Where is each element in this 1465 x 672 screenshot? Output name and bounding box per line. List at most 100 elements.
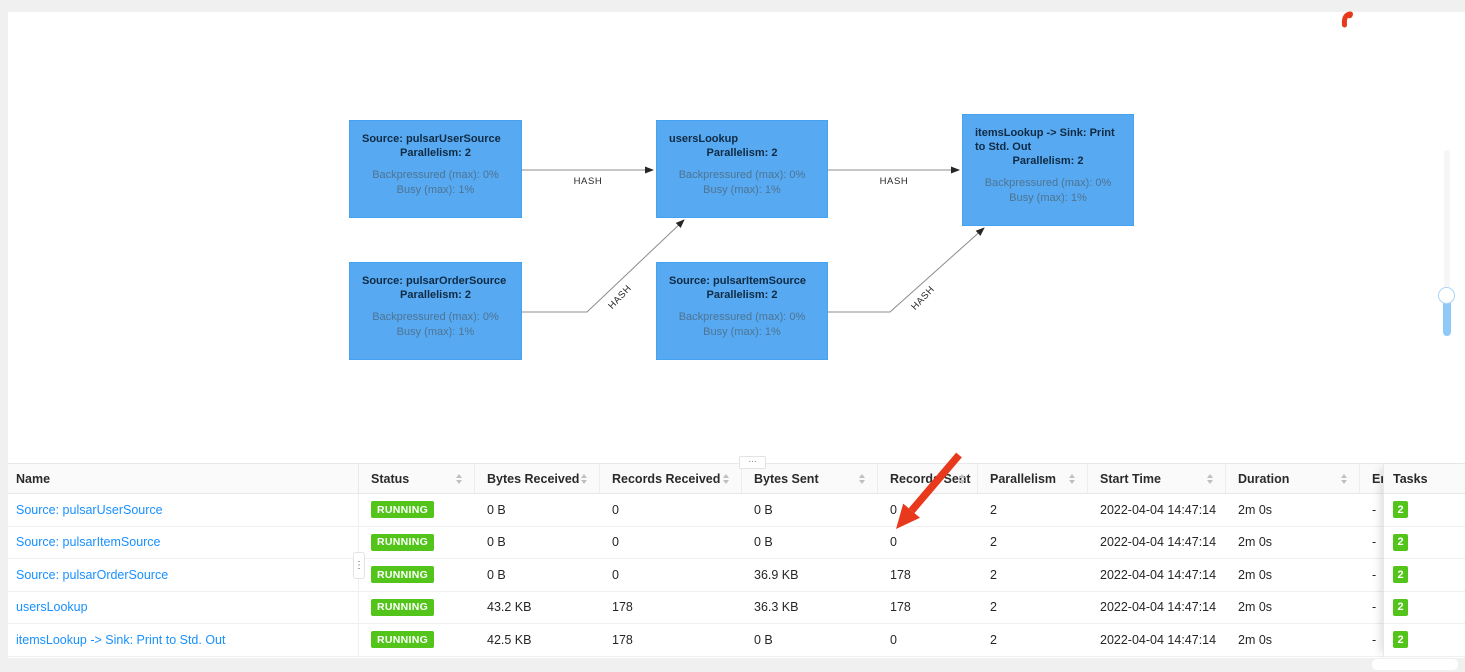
cell-records_sent: 178: [890, 600, 911, 615]
cell-status: RUNNING: [359, 494, 475, 526]
cell-parallelism: 2: [990, 600, 997, 615]
cell-bytes_sent: 0 B: [754, 535, 773, 550]
zoom-slider-fill: [1443, 294, 1451, 336]
tasks-count-badge[interactable]: 2: [1393, 501, 1408, 519]
cell-status: RUNNING: [359, 624, 475, 656]
cell-records_sent: 0: [890, 535, 897, 550]
column-header-name: Name: [8, 464, 359, 493]
cell-end_time: -: [1372, 567, 1377, 582]
graph-edge: [828, 227, 985, 313]
cell-duration: 2m 0s: [1238, 632, 1273, 647]
cell-records_received: 0: [612, 502, 619, 517]
cell-bytes_received: 0 B: [487, 567, 506, 582]
zoom-slider-knob[interactable]: [1438, 287, 1455, 304]
node-title: usersLookup: [669, 133, 739, 145]
column-header-duration[interactable]: Duration: [1226, 464, 1360, 493]
cell-bytes_received: 42.5 KB: [487, 632, 532, 647]
cell-tasks: 2: [1384, 592, 1465, 624]
column-header-parallelism[interactable]: Parallelism: [978, 464, 1088, 493]
tasks-count-badge[interactable]: 2: [1393, 598, 1408, 616]
cell-records_sent: 0: [890, 632, 897, 647]
cell-records_received: 0: [612, 567, 619, 582]
column-header-records_sent[interactable]: Records Sent: [878, 464, 978, 493]
cell-bytes_received: 43.2 KB: [487, 600, 532, 615]
cell-start_time: 2022-04-04 14:47:14: [1100, 502, 1217, 517]
edge-label: HASH: [880, 176, 909, 187]
cell-end_time: -: [1372, 502, 1377, 517]
sort-caret-icon[interactable]: [1341, 473, 1347, 484]
cell-start_time: 2022-04-04 14:47:14: [1100, 567, 1217, 582]
cell-bytes_received: 0 B: [487, 502, 506, 517]
node-title: Source: pulsarUserSource: [362, 133, 501, 145]
cell-parallelism: 2: [990, 502, 997, 517]
node-metric: Backpressured (max): 0%: [372, 169, 499, 181]
vertex-name-link[interactable]: Source: pulsarOrderSource: [16, 567, 169, 582]
column-resize-handle[interactable]: ⋮: [353, 552, 365, 579]
horizontal-scrollbar-thumb[interactable]: [1372, 659, 1458, 670]
column-header-label: Records Received: [612, 471, 721, 486]
node-parallelism: Parallelism: 2: [400, 147, 471, 159]
cell-status: RUNNING: [359, 559, 475, 591]
tasks-count-badge[interactable]: 2: [1393, 533, 1408, 551]
table-row: Source: pulsarUserSource RUNNING 0 B 0 0 B 0 2…: [8, 494, 1465, 527]
cell-bytes_sent: 0 B: [754, 502, 773, 517]
cell-records_sent: 0: [890, 502, 897, 517]
node-metric: Busy (max): 1%: [1009, 192, 1087, 204]
vertex-name-link[interactable]: Source: pulsarItemSource: [16, 535, 161, 550]
sort-caret-icon[interactable]: [859, 473, 865, 484]
cell-status: RUNNING: [359, 527, 475, 559]
vertices-table: Name Status Bytes Received Records Received…: [8, 463, 1465, 657]
cell-name: Source: pulsarItemSource: [8, 526, 359, 558]
column-header-records_received[interactable]: Records Received: [600, 464, 742, 493]
sort-caret-icon[interactable]: [581, 473, 587, 484]
cell-name: Source: pulsarOrderSource: [8, 559, 359, 591]
vertex-name-link[interactable]: itemsLookup -> Sink: Print to Std. Out: [16, 632, 226, 647]
vertex-name-link[interactable]: Source: pulsarUserSource: [16, 502, 163, 517]
node-metric: Backpressured (max): 0%: [372, 311, 499, 323]
table-header-row: Name Status Bytes Received Records Received…: [8, 464, 1465, 494]
edge-label: HASH: [606, 283, 634, 312]
tasks-count-badge[interactable]: 2: [1393, 631, 1408, 649]
sort-caret-icon[interactable]: [1207, 473, 1213, 484]
sort-caret-icon[interactable]: [1069, 473, 1075, 484]
sort-caret-icon[interactable]: [456, 473, 462, 484]
tasks-count-badge[interactable]: 2: [1393, 566, 1408, 584]
panel-resize-handle[interactable]: ...: [739, 455, 766, 469]
cell-duration: 2m 0s: [1238, 567, 1273, 582]
cell-bytes_received: 0 B: [487, 535, 506, 550]
sort-caret-icon[interactable]: [959, 473, 965, 484]
vertex-name-link[interactable]: usersLookup: [16, 600, 88, 615]
column-header-label: Parallelism: [990, 471, 1057, 486]
cell-tasks: 2: [1384, 527, 1465, 559]
column-header-start_time[interactable]: Start Time: [1088, 464, 1226, 493]
node-title: Source: pulsarItemSource: [669, 275, 806, 287]
cell-name: itemsLookup -> Sink: Print to Std. Out: [8, 624, 359, 656]
cell-parallelism: 2: [990, 535, 997, 550]
zoom-slider-track[interactable]: [1444, 150, 1450, 336]
bottom-strip: [0, 658, 1465, 672]
node-parallelism: Parallelism: 2: [400, 289, 471, 301]
sort-caret-icon[interactable]: [723, 473, 729, 484]
table-row: itemsLookup -> Sink: Print to Std. Out RU…: [8, 624, 1465, 657]
column-header-label: Name: [16, 471, 51, 486]
column-header-label: Status: [371, 471, 410, 486]
column-header-status[interactable]: Status: [359, 464, 475, 493]
cell-duration: 2m 0s: [1238, 600, 1273, 615]
column-header-label: Start Time: [1100, 471, 1161, 486]
column-header-bytes_received[interactable]: Bytes Received: [475, 464, 600, 493]
column-header-bytes_sent[interactable]: Bytes Sent: [742, 464, 878, 493]
node-parallelism: Parallelism: 2: [1012, 155, 1084, 167]
cell-bytes_sent: 0 B: [754, 632, 773, 647]
